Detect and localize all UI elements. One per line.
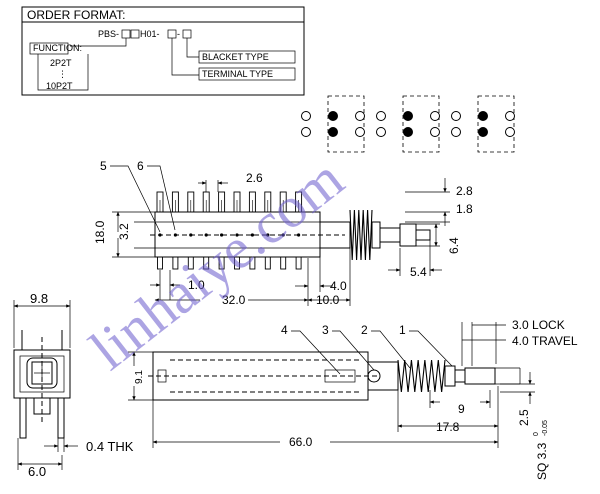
- contact-point: [235, 233, 239, 237]
- bottom-terminal: [295, 256, 302, 270]
- top-spring-coil: [397, 359, 446, 393]
- bottom-terminal: [172, 256, 179, 270]
- dim-thickness: 0.4 THK: [86, 439, 134, 454]
- dim-66-0: 66.0: [289, 435, 313, 449]
- label-2: 2: [361, 323, 368, 337]
- side-view: 5 6 2.6 2.8 1.8 18.0 3.2 6.4: [93, 159, 473, 307]
- contact-point: [266, 233, 270, 237]
- schematic-frame: [477, 95, 515, 153]
- dim-6-4: 6.4: [447, 237, 461, 254]
- contact-terminal: [376, 127, 386, 137]
- bottom-terminal: [249, 256, 256, 270]
- dim-3-2: 3.2: [117, 223, 131, 240]
- dim-1-8: 1.8: [456, 202, 473, 216]
- dim-9-1: 9.1: [134, 370, 145, 384]
- contact-common: [478, 127, 488, 137]
- dim-2-8: 2.8: [456, 184, 473, 198]
- bottom-terminal: [187, 256, 194, 270]
- contact-common: [403, 111, 413, 121]
- contact-point: [158, 233, 162, 237]
- contact-terminal: [451, 127, 461, 137]
- front-view: 9.8 0.4 THK 6.0: [13, 291, 134, 479]
- contact-point: [220, 233, 224, 237]
- dim-4-0: 4.0: [330, 279, 347, 293]
- contact-common: [478, 111, 488, 121]
- dim-pitch: 2.6: [246, 171, 263, 185]
- function-option-ellipsis: ⋮: [58, 69, 67, 79]
- contact-terminal: [355, 127, 365, 137]
- contact-terminal: [430, 111, 440, 121]
- contact-common: [328, 111, 338, 121]
- contact-terminal: [301, 127, 311, 137]
- function-option-last: 10P2T: [46, 81, 73, 91]
- bottom-terminal: [264, 256, 271, 270]
- terminal-type-label: TERMINAL TYPE: [202, 69, 273, 79]
- watermark: linhaiye.com: [78, 146, 355, 383]
- dim-10-0: 10.0: [316, 293, 340, 307]
- order-code-dash: -: [177, 29, 180, 39]
- bottom-terminal: [234, 256, 240, 270]
- contact-point: [173, 233, 177, 237]
- schematic-frame: [402, 95, 440, 153]
- order-code-mid: H01-: [140, 29, 160, 39]
- label-1: 1: [399, 323, 406, 337]
- contact-common: [328, 127, 338, 137]
- label-4: 4: [281, 323, 288, 337]
- top-view: 4 3 2 1 3.0 LOCK 4.0 TRAVEL 9.1 9 2.5: [128, 318, 578, 480]
- dim-6-0: 6.0: [28, 464, 46, 479]
- contact-point: [297, 233, 301, 237]
- order-code-prefix: PBS-: [98, 29, 119, 39]
- bracket-type-label: BLACKET TYPE: [202, 52, 269, 62]
- dim-travel: 4.0 TRAVEL: [512, 334, 578, 348]
- contact-point: [281, 233, 285, 237]
- label-6: 6: [137, 159, 144, 173]
- schematic-group-2: [376, 95, 440, 153]
- function-label: FUNCTION:: [33, 43, 82, 53]
- dim-5-4: 5.4: [410, 265, 427, 279]
- label-5: 5: [100, 159, 107, 173]
- bottom-terminal: [203, 256, 210, 270]
- contact-point: [189, 233, 193, 237]
- contact-terminal: [505, 111, 515, 121]
- dim-sq-tol-upper: 0: [533, 432, 540, 436]
- dim-9: 9: [458, 402, 465, 416]
- dim-32-0: 32.0: [222, 293, 246, 307]
- order-format-box: ORDER FORMAT: PBS- H01- - FUNCTION: 2P2T…: [21, 6, 305, 96]
- contact-schematic: [301, 95, 515, 153]
- dim-sq-tol-lower: -0.05: [542, 420, 549, 436]
- bottom-terminal: [280, 256, 287, 270]
- schematic-group-3: [451, 95, 515, 153]
- contact-point: [204, 233, 208, 237]
- dim-18-0: 18.0: [93, 220, 107, 244]
- order-format-title: ORDER FORMAT:: [27, 8, 125, 22]
- contact-terminal: [376, 111, 386, 121]
- bottom-terminal: [157, 256, 163, 270]
- contact-terminal: [505, 127, 515, 137]
- dim-9-8: 9.8: [30, 291, 48, 306]
- dim-2-5: 2.5: [517, 409, 531, 426]
- label-3: 3: [322, 323, 329, 337]
- contact-terminal: [430, 127, 440, 137]
- dim-lock: 3.0 LOCK: [512, 318, 565, 332]
- dim-1-0: 1.0: [188, 278, 205, 292]
- contact-terminal: [301, 111, 311, 121]
- function-option-first: 2P2T: [50, 58, 72, 68]
- dim-sq-label: SQ 3.3: [535, 442, 549, 480]
- contact-terminal: [451, 111, 461, 121]
- dim-17-8: 17.8: [436, 420, 460, 434]
- side-spring-coil: [349, 209, 373, 261]
- schematic-group-1: [301, 95, 365, 153]
- contact-terminal: [355, 111, 365, 121]
- contact-point: [250, 233, 254, 237]
- contact-common: [403, 127, 413, 137]
- schematic-frame: [327, 95, 365, 153]
- bottom-terminal: [218, 256, 225, 270]
